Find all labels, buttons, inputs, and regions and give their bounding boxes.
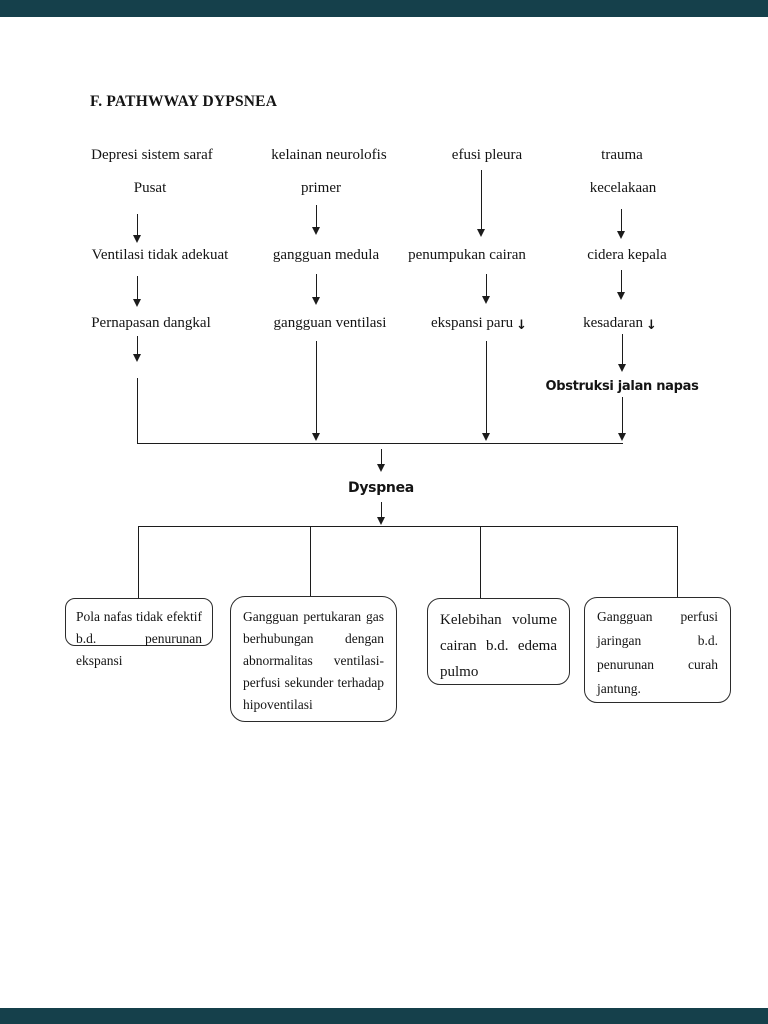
flow-arrowhead <box>133 354 141 362</box>
box-line: cairan b.d. edema <box>440 638 557 654</box>
flow-arrow-line <box>316 205 317 228</box>
drop-line <box>677 526 678 597</box>
node-gangguan-medula: gangguan medula <box>272 247 380 263</box>
flow-arrow-line <box>486 274 487 297</box>
node-cidera-kepala: cidera kepala <box>587 247 667 263</box>
flow-arrowhead <box>133 235 141 243</box>
flow-arrow-line <box>481 170 482 230</box>
node-efusi-pleura: efusi pleura <box>451 147 523 163</box>
viewer-bottom-bar <box>0 1008 768 1024</box>
flow-arrowhead <box>482 296 490 304</box>
flow-arrow-line <box>621 270 622 293</box>
node-pernapasan-dangkal: Pernapasan dangkal <box>91 315 211 331</box>
node-obstruksi-jalan-napas: Obstruksi jalan napas <box>545 379 699 394</box>
flow-arrowhead <box>133 299 141 307</box>
node-dyspnea: Dyspnea <box>348 480 414 496</box>
node-ventilasi-tidak-adekuat: Ventilasi tidak adekuat <box>91 247 229 263</box>
node-kesadaran: kesadaran↓ <box>520 315 720 333</box>
page-title: F. PATHWWAY DYPSNEA <box>90 93 278 110</box>
flow-arrowhead <box>617 292 625 300</box>
flow-arrow-line <box>381 449 382 465</box>
connector-line-lower <box>138 526 678 527</box>
box-line: pulmo <box>440 664 479 680</box>
decrease-arrow-icon: ↓ <box>646 318 657 333</box>
node-depresi-sistem-saraf: Depresi sistem saraf <box>91 147 213 163</box>
drop-line <box>138 526 139 598</box>
flow-arrowhead <box>477 229 485 237</box>
box-line: perfusi sekunder terhadap <box>243 675 384 690</box>
flow-line <box>137 378 138 444</box>
flow-arrowhead <box>377 517 385 525</box>
box-line: hipoventilasi <box>243 697 313 712</box>
node-kecelakaan: kecelakaan <box>589 180 657 196</box>
node-ekspansi-paru: ekspansi paru↓ <box>379 315 579 333</box>
viewer-top-bar <box>0 0 768 17</box>
box-line: abnormalitas ventilasi- <box>243 653 384 668</box>
flow-arrow-line <box>622 397 623 434</box>
outcome-box-pola-nafas: Pola nafas tidak efektif b.d. penurunan … <box>65 598 213 668</box>
box-line: Pola nafas tidak efektif <box>76 609 202 624</box>
flow-arrow-line <box>137 336 138 355</box>
flow-arrowhead <box>312 297 320 305</box>
flow-arrow-line <box>137 276 138 300</box>
node-label: kesadaran <box>583 315 644 331</box>
box-line: berhubungan dengan <box>243 631 384 646</box>
drop-line <box>480 526 481 598</box>
box-line: b.d. penurunan ekspansi <box>76 631 202 668</box>
outcome-box-gangguan-pertukaran-gas: Gangguan pertukaran gas berhubungan deng… <box>230 596 397 722</box>
flow-arrowhead <box>482 433 490 441</box>
box-line: jantung. <box>597 681 641 696</box>
flow-arrow-line <box>316 341 317 434</box>
flow-arrowhead <box>618 433 626 441</box>
flow-arrow-line <box>316 274 317 298</box>
node-label: ekspansi paru <box>431 315 514 331</box>
flow-arrow-line <box>622 334 623 365</box>
box-line: Kelebihan volume <box>440 612 557 628</box>
flow-arrow-line <box>381 502 382 518</box>
node-penumpukan-cairan: penumpukan cairan <box>408 247 526 263</box>
node-gangguan-ventilasi: gangguan ventilasi <box>273 315 387 331</box>
flow-arrowhead <box>377 464 385 472</box>
flow-arrow-line <box>621 209 622 232</box>
node-pusat: Pusat <box>133 180 167 196</box>
box-line: penurunan curah <box>597 657 718 672</box>
box-line: jaringan b.d. <box>597 633 718 648</box>
flow-arrow-line <box>486 341 487 434</box>
drop-line <box>310 526 311 596</box>
flow-arrow-line <box>137 214 138 236</box>
box-line: Gangguan pertukaran gas <box>243 609 384 624</box>
outcome-box-kelebihan-volume: Kelebihan volume cairan b.d. edema pulmo <box>427 598 570 685</box>
node-primer: primer <box>301 180 341 196</box>
flow-arrowhead <box>618 364 626 372</box>
connector-line-upper <box>137 443 623 444</box>
decrease-arrow-icon: ↓ <box>516 318 527 333</box>
flow-arrowhead <box>312 433 320 441</box>
box-line: Gangguan perfusi <box>597 609 718 624</box>
outcome-box-gangguan-perfusi: Gangguan perfusi jaringan b.d. penurunan… <box>584 597 731 703</box>
flow-arrowhead <box>617 231 625 239</box>
node-trauma: trauma <box>601 147 643 163</box>
node-kelainan-neurolofis: kelainan neurolofis <box>271 147 387 163</box>
flow-arrowhead <box>312 227 320 235</box>
